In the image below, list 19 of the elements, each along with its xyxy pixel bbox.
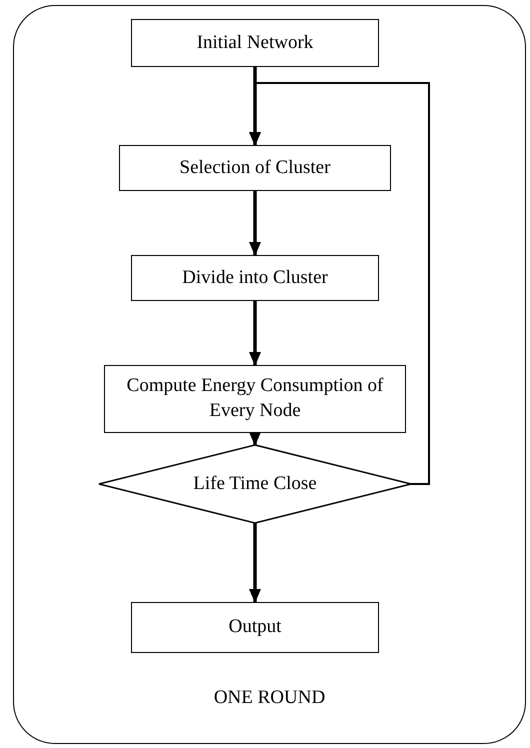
round-frame [13,5,526,744]
process-box [104,365,406,433]
process-box [131,602,379,653]
frame-caption: ONE ROUND [212,687,326,709]
process-box [131,255,379,301]
process-label: Initial Network [196,30,314,55]
arrow [249,301,261,366]
arrow [249,191,261,256]
process-label: Divide into Cluster [181,266,329,290]
arrow [249,82,430,485]
arrow [249,523,261,603]
arrow [249,432,261,446]
process-box [131,19,379,67]
process-label: Compute Energy Consumption of Every Node [126,374,384,423]
decision-label: Life Time Close [192,472,318,496]
decision-diamond [99,445,411,523]
process-label: Selection of Cluster [178,156,332,180]
process-label: Output [228,615,282,640]
process-box [119,145,391,191]
